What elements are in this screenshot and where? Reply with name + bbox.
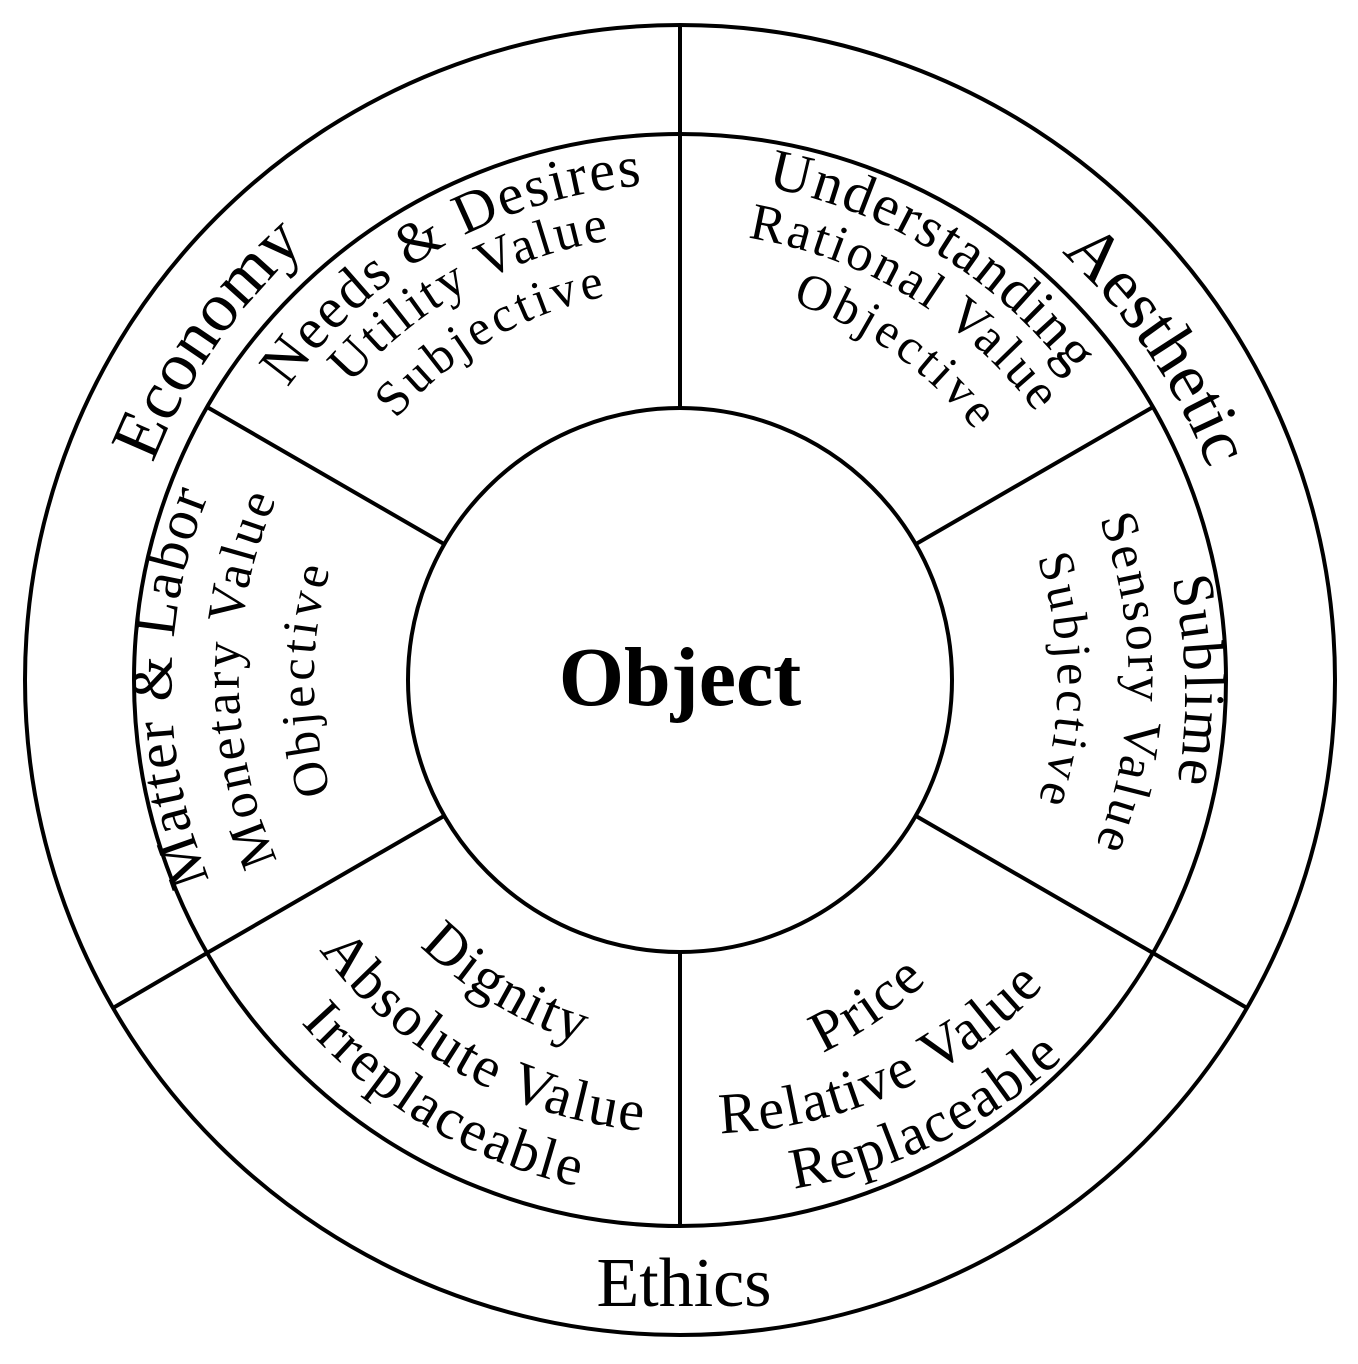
segment-price: Price Relative Value Replaceable — [716, 941, 1071, 1201]
divider-upper-left — [205, 405, 446, 546]
domain-label-ethics: Ethics — [597, 1245, 772, 1322]
divider-upper-right — [914, 405, 1155, 546]
segment-matter-labor: Matter & Labor Monetary Value Objective — [119, 476, 342, 898]
band-divider-lower-right — [1151, 951, 1249, 1010]
segment-dignity: Dignity Absolute Value Irreplaceable — [291, 907, 648, 1199]
svg-text:Objective: Objective — [269, 553, 342, 803]
segment-understanding: Understanding Rational Value Objective — [745, 136, 1110, 441]
divider-lower-left — [205, 814, 446, 955]
segment-sublime-nature: Subjective — [1027, 545, 1099, 818]
segment-sublime: Sublime Sensory Value Subjective — [1027, 504, 1235, 864]
center-label: Object — [559, 631, 802, 724]
svg-text:Subjective: Subjective — [1027, 545, 1103, 818]
band-divider-lower-left — [111, 951, 209, 1010]
segment-matter-nature: Objective — [269, 553, 338, 803]
divider-lower-right — [914, 814, 1155, 955]
